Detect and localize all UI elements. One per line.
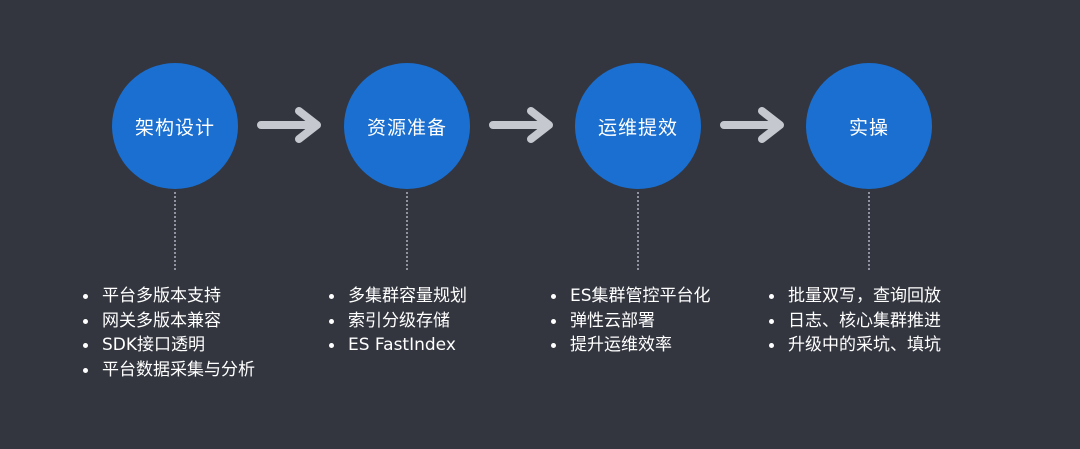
dotted-connector	[637, 192, 639, 270]
dotted-connector	[406, 192, 408, 270]
list-item: SDK接口透明	[80, 333, 255, 358]
stage-bullet-list: ES集群管控平台化 弹性云部署 提升运维效率	[548, 284, 711, 358]
list-item-text: 平台多版本支持	[102, 286, 221, 306]
stage-hands-on: 实操	[806, 0, 932, 449]
bullet-dot-icon	[551, 294, 556, 299]
list-item-text: 索引分级存储	[348, 310, 450, 331]
list-item: ES集群管控平台化	[548, 284, 711, 309]
list-item-text: 升级中的采坑、填坑	[788, 335, 941, 355]
arrow-right-icon	[489, 107, 553, 143]
stage-ops-efficiency: 运维提效	[575, 0, 701, 449]
bullet-dot-icon	[769, 318, 774, 324]
list-item: 升级中的采坑、填坑	[766, 333, 941, 358]
list-item: ES FastIndex	[326, 333, 467, 358]
list-item-text: 多集群容量规划	[348, 286, 467, 306]
list-item: 多集群容量规划	[326, 284, 467, 309]
stage-circle: 资源准备	[344, 63, 470, 189]
stage-title: 架构设计	[134, 116, 215, 139]
list-item: 平台数据采集与分析	[80, 358, 255, 383]
bullet-dot-icon	[329, 294, 334, 299]
stage-bullet-list: 批量双写，查询回放 日志、核心集群推进 升级中的采坑、填坑	[766, 284, 941, 358]
list-item-text: 平台数据采集与分析	[102, 359, 255, 380]
bullet-dot-icon	[329, 318, 334, 324]
bullet-dot-icon	[83, 294, 88, 299]
stage-circle: 实操	[806, 63, 932, 189]
bullet-dot-icon	[551, 318, 556, 324]
list-item: 平台多版本支持	[80, 284, 255, 309]
arrow-right-icon	[720, 107, 784, 143]
list-item: 网关多版本兼容	[80, 309, 255, 334]
dotted-connector	[174, 192, 176, 270]
list-item-text: ES FastIndex	[348, 335, 456, 355]
list-item: 提升运维效率	[548, 333, 711, 358]
list-item-text: SDK接口透明	[102, 335, 206, 355]
stage-title: 资源准备	[366, 116, 447, 139]
bullet-dot-icon	[769, 343, 774, 348]
stage-architecture-design: 架构设计	[112, 0, 238, 449]
stage-bullet-list: 多集群容量规划 索引分级存储 ES FastIndex	[326, 284, 467, 358]
list-item: 弹性云部署	[548, 309, 711, 334]
arrow-right-icon	[257, 107, 321, 143]
list-item: 批量双写，查询回放	[766, 284, 941, 309]
bullet-dot-icon	[329, 343, 334, 348]
stage-resource-preparation: 资源准备	[344, 0, 470, 449]
stage-title: 运维提效	[597, 116, 678, 139]
stage-circle: 运维提效	[575, 63, 701, 189]
list-item: 日志、核心集群推进	[766, 309, 941, 334]
list-item-text: 提升运维效率	[570, 335, 672, 355]
list-item-text: 日志、核心集群推进	[788, 310, 941, 331]
stage-title: 实操	[848, 116, 889, 139]
list-item-text: 弹性云部署	[570, 310, 655, 331]
stage-bullet-list: 平台多版本支持 网关多版本兼容 SDK接口透明 平台数据采集与分析	[80, 284, 255, 382]
list-item-text: ES集群管控平台化	[570, 286, 711, 306]
stage-circle: 架构设计	[112, 63, 238, 189]
bullet-dot-icon	[83, 367, 88, 373]
list-item: 索引分级存储	[326, 309, 467, 334]
bullet-dot-icon	[551, 343, 556, 348]
bullet-dot-icon	[83, 318, 88, 324]
list-item-text: 批量双写，查询回放	[788, 286, 941, 306]
dotted-connector	[868, 192, 870, 270]
list-item-text: 网关多版本兼容	[102, 310, 221, 331]
bullet-dot-icon	[769, 294, 774, 299]
bullet-dot-icon	[83, 343, 88, 348]
